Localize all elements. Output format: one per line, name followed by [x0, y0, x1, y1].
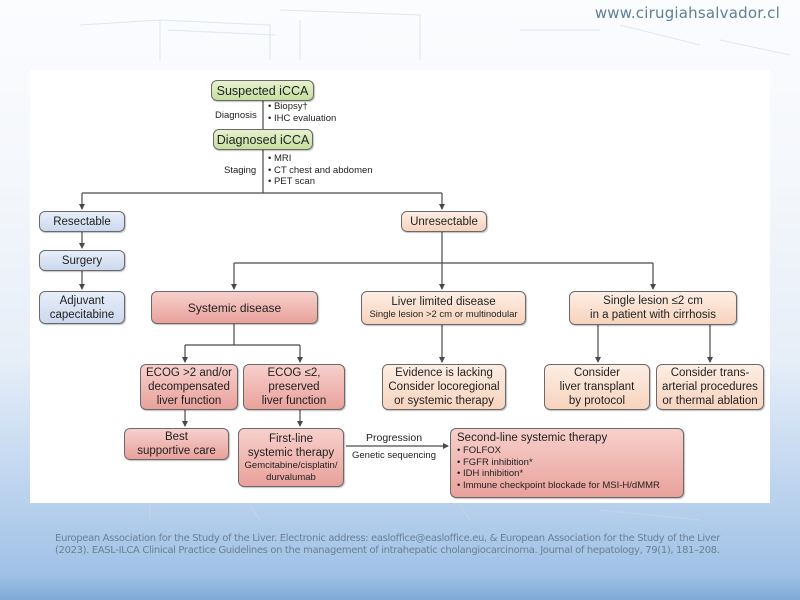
node-label: liver transplant: [559, 381, 635, 393]
node-label: preserved: [268, 381, 320, 393]
citation: European Association for the Study of th…: [55, 533, 775, 557]
diagnosis-label: Diagnosis: [215, 110, 257, 121]
node-label: Best: [164, 431, 188, 443]
staging-step: • CT chest and abdomen: [268, 164, 373, 176]
node-label: Single lesion ≤2 cm: [603, 295, 703, 307]
node-label: Resectable: [53, 215, 111, 228]
therapy-item: • Immune checkpoint blockade for MSI-H/d…: [457, 479, 660, 491]
node-label: Liver limited disease: [391, 296, 496, 308]
therapy-item: • FOLFOX: [457, 445, 501, 456]
node-label: First-line: [268, 432, 314, 445]
node-label: Second-line systemic therapy: [457, 432, 608, 444]
ecog-good-node: ECOG ≤2, preserved liver function: [243, 364, 345, 410]
node-label: Adjuvant: [59, 294, 105, 307]
suspected-icca-node: Suspected iCCA: [211, 80, 314, 101]
genetic-sequencing-label: Genetic sequencing: [352, 450, 436, 461]
adjuvant-capecitabine-node: Adjuvant capecitabine: [39, 291, 125, 324]
site-url[interactable]: www.cirugiahsalvador.cl: [594, 4, 780, 22]
liver-limited-disease-node: Liver limited disease Single lesion >2 c…: [361, 291, 526, 325]
best-supportive-care-node: Best supportive care: [124, 428, 229, 460]
node-label: by protocol: [568, 395, 626, 407]
node-label: or thermal ablation: [662, 395, 758, 407]
node-label: Diagnosed iCCA: [216, 132, 310, 147]
node-label: ECOG >2 and/or: [146, 367, 232, 379]
staging-steps: • MRI • CT chest and abdomen • PET scan: [268, 153, 373, 188]
connector-systemic-split: [185, 323, 300, 346]
diagnosis-steps: • Biopsy† • IHC evaluation: [268, 101, 336, 124]
node-label: Suspected iCCA: [216, 83, 309, 98]
node-sublabel: durvalumab: [266, 471, 316, 483]
unresectable-node: Unresectable: [401, 211, 487, 232]
node-label: Consider: [573, 367, 621, 379]
ecog-poor-node: ECOG >2 and/or decompensated liver funct…: [140, 364, 238, 410]
single-lesion-node: Single lesion ≤2 cm in a patient with ci…: [569, 291, 737, 325]
systemic-disease-node: Systemic disease: [151, 291, 318, 324]
liver-transplant-node: Consider liver transplant by protocol: [544, 364, 650, 410]
node-label: capecitabine: [49, 308, 115, 321]
diagnosis-step: • Biopsy†: [268, 101, 308, 112]
citation-line: (2023). EASL-ILCA Clinical Practice Guid…: [55, 545, 720, 556]
node-label: systemic therapy: [247, 446, 335, 459]
node-sublabel: Single lesion >2 cm or multinodular: [369, 309, 518, 320]
node-label: Unresectable: [410, 215, 478, 228]
node-label: Evidence is lacking: [395, 367, 493, 379]
node-label: liver function: [261, 395, 327, 407]
transarterial-node: Consider trans- arterial procedures or t…: [656, 364, 764, 410]
staging-label: Staging: [224, 165, 257, 176]
therapy-item: • FGFR inhibition*: [457, 456, 533, 468]
node-label: ECOG ≤2,: [267, 367, 321, 379]
node-label: in a patient with cirrhosis: [590, 309, 716, 321]
node-label: decompensated: [148, 381, 230, 393]
node-label: Systemic disease: [187, 300, 282, 315]
first-line-therapy-node: First-line systemic therapy Gemcitabine/…: [238, 428, 344, 487]
diagnosis-step: • IHC evaluation: [268, 112, 337, 124]
node-label: Consider trans-: [670, 367, 750, 379]
node-label: supportive care: [137, 445, 216, 457]
evidence-lacking-node: Evidence is lacking Consider locoregiona…: [382, 364, 506, 410]
resectable-node: Resectable: [39, 211, 125, 232]
staging-step: • MRI: [268, 153, 292, 164]
node-sublabel: Gemcitabine/cisplatin/: [244, 459, 338, 471]
therapy-item: • IDH inhibition*: [457, 468, 524, 479]
diagnosed-icca-node: Diagnosed iCCA: [213, 129, 313, 150]
node-label: arterial procedures: [662, 381, 758, 393]
second-line-therapy-node: Second-line systemic therapy • FOLFOX • …: [450, 428, 684, 498]
staging-step: • PET scan: [268, 176, 315, 187]
node-label: Consider locoregional: [388, 381, 500, 393]
progression-label: Progression: [366, 432, 423, 444]
node-label: liver function: [156, 395, 222, 407]
node-label: or systemic therapy: [394, 395, 494, 407]
citation-line: European Association for the Study of th…: [55, 533, 720, 544]
node-label: Surgery: [61, 254, 103, 267]
surgery-node: Surgery: [39, 250, 125, 271]
